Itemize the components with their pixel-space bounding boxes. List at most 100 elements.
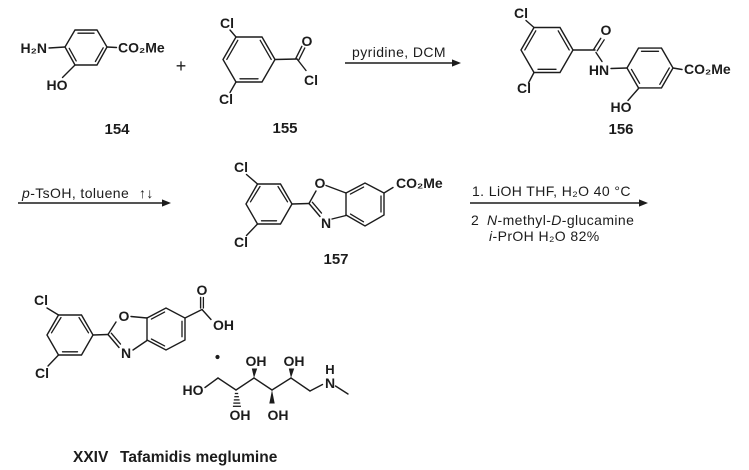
meglumine-structure: HO OH OH OH OH H N: [183, 353, 349, 423]
compound-157: Cl Cl O N CO₂Me 157: [234, 159, 443, 268]
cl-bottom-label: Cl: [219, 91, 233, 107]
oh-down2-label: OH: [268, 407, 289, 423]
bond-aryl-c2: [291, 202, 310, 205]
reaction-arrow-step2: p-TsOH, toluene ↑↓: [18, 185, 171, 207]
step2-reagents: p-TsOH, toluene: [21, 185, 129, 201]
benzoxazole-benzene-ring: [146, 307, 186, 351]
dichlorophenyl-ring: [245, 183, 293, 225]
step3-italic-n: N: [487, 212, 498, 228]
step3-line3-rest: -PrOH H₂O 82%: [493, 228, 600, 244]
bond-cl-bottom: [245, 223, 259, 237]
carbonyl-oxygen-label: O: [601, 22, 612, 38]
acid-carbonyl-oxygen-label: O: [197, 282, 208, 298]
compound-number-157: 157: [323, 251, 348, 268]
bond-c-n: [595, 51, 603, 63]
acid-oh-label: OH: [213, 317, 234, 333]
bond-cl-top: [229, 29, 237, 38]
bond-cl-top: [525, 19, 535, 29]
step3-line2: N-methyl-D-glucamine: [487, 212, 634, 228]
dichlorophenyl-ring: [46, 314, 94, 356]
benzoxazole-benzene-ring: [345, 182, 385, 227]
bond-acyl: [274, 58, 298, 61]
tafamidis-structure: Cl Cl O N O OH: [34, 282, 234, 381]
step3-line2-methyl: -methyl-: [498, 212, 552, 228]
carbonyl-oxygen-label: O: [302, 33, 313, 49]
wedge-bond-up-2: [288, 368, 295, 378]
cl-top-label: Cl: [514, 5, 528, 21]
caption-name: Tafamidis meglumine: [120, 449, 278, 466]
wedge-bond-up-1: [251, 368, 258, 378]
oxazole-oxygen-label: O: [315, 175, 326, 191]
bond-acyl-cl: [296, 58, 307, 72]
hydroxyl-label: HO: [47, 77, 68, 93]
step3-line2-number: 2: [471, 212, 479, 228]
bond-cl-bottom: [47, 354, 60, 367]
step3-line2-glucamine: -glucamine: [562, 212, 634, 228]
oh-up1-label: OH: [246, 353, 267, 369]
oxazole-ring: [107, 315, 148, 351]
ester-label: CO₂Me: [684, 61, 731, 77]
acyl-chloride-label: Cl: [304, 72, 318, 88]
compound-number-154: 154: [104, 121, 130, 138]
oxazole-ring: [308, 184, 347, 220]
reaction-arrow-step1: pyridine, DCM: [345, 44, 461, 67]
hydroxyl-label: HO: [611, 99, 632, 115]
cl-top-label: Cl: [34, 292, 48, 308]
oxazole-nitrogen-label: N: [121, 345, 131, 361]
bond-aryl-c2: [92, 333, 109, 336]
compound-number-156: 156: [608, 121, 633, 138]
bond-cl-bottom: [527, 71, 535, 84]
bond-cl-top: [245, 173, 259, 185]
terminal-ho-label: HO: [183, 382, 204, 398]
cl-bottom-label: Cl: [35, 365, 49, 381]
benzene-ring: [64, 29, 108, 66]
cl-bottom-label: Cl: [234, 234, 248, 250]
bond-n-ring: [610, 67, 628, 70]
carbonyl-double-1: [295, 45, 303, 60]
cl-top-label: Cl: [234, 159, 248, 175]
cl-bottom-label: Cl: [517, 80, 531, 96]
step3-line1: 1. LiOH THF, H₂O 40 °C: [472, 183, 631, 199]
amide-nh-label: HN: [589, 62, 609, 78]
caption: XXIV Tafamidis meglumine: [73, 449, 278, 466]
oxazole-nitrogen-label: N: [321, 215, 331, 231]
carbonyl-double-2: [298, 47, 306, 61]
nitrogen-label: N: [325, 375, 335, 391]
step2-italic-p: p: [21, 185, 30, 201]
bond-cl-bottom: [229, 81, 237, 94]
compound-number-155: 155: [272, 120, 297, 137]
carbon-chain: [204, 377, 349, 395]
oh-up2-label: OH: [284, 353, 305, 369]
cl-top-label: Cl: [220, 15, 234, 31]
nh-hydrogen-label: H: [325, 362, 334, 377]
step2-reagents-rest: -TsOH, toluene: [30, 185, 129, 201]
bond-ester: [672, 67, 683, 71]
oxazole-oxygen-label: O: [119, 308, 130, 324]
bond-amine: [48, 46, 66, 49]
bond-hydroxyl: [61, 64, 76, 79]
ester-label: CO₂Me: [118, 40, 165, 56]
bond-hydroxyl: [627, 87, 640, 102]
amine-label: H₂N: [21, 40, 47, 56]
step3-italic-i: i: [489, 228, 493, 244]
bond-ester: [383, 186, 394, 194]
step3-line3: i-PrOH H₂O 82%: [489, 228, 600, 244]
plus-operator: +: [176, 56, 187, 76]
caption-numeral: XXIV: [73, 449, 109, 466]
ester-label: CO₂Me: [396, 175, 443, 191]
oh-down1-label: OH: [230, 407, 251, 423]
carbonyl-double-1: [593, 37, 602, 50]
step3-italic-d: D: [551, 212, 562, 228]
compound-156: Cl Cl O HN CO₂Me HO 156: [514, 5, 731, 138]
wedge-bond-down: [269, 390, 275, 404]
bond-ester: [106, 46, 118, 49]
carbonyl-double-2: [596, 39, 605, 52]
bond-cl-top: [46, 307, 60, 316]
carboxylic-acid-group: [184, 296, 212, 321]
reflux-symbol: ↑↓: [139, 185, 154, 201]
hashed-wedge-bond: [232, 392, 241, 407]
aminophenol-ring: [626, 47, 674, 89]
compound-154: H₂N CO₂Me HO 154: [21, 29, 165, 138]
